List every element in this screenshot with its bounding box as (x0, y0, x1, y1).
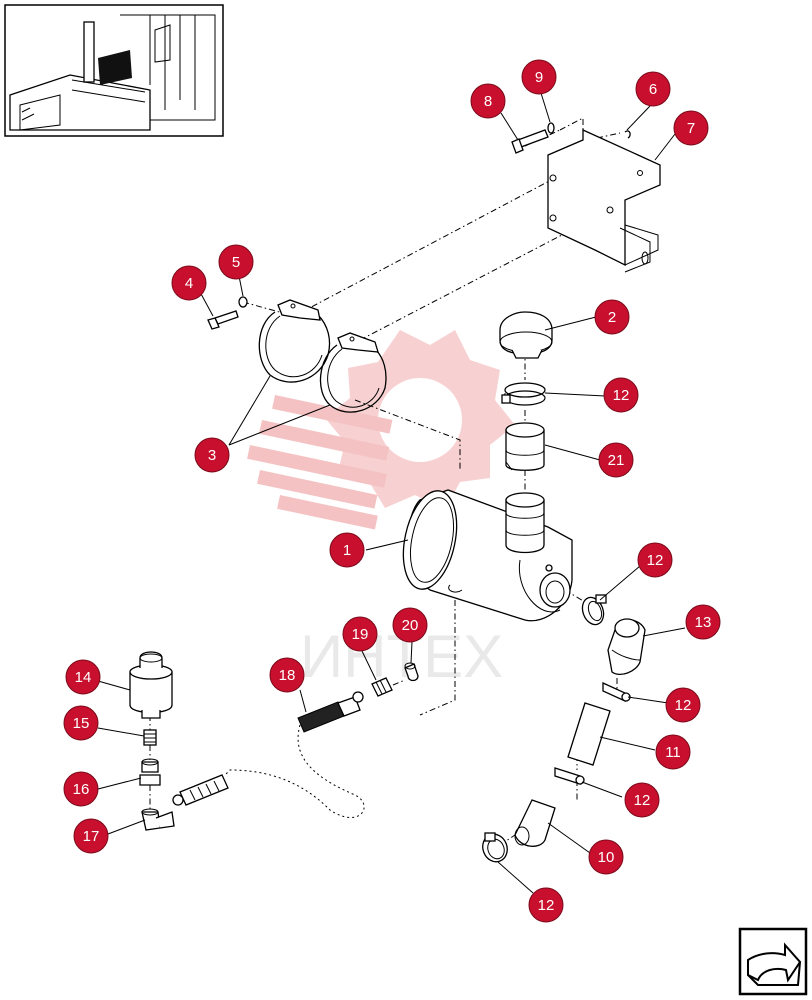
straight-fitting (371, 677, 393, 697)
callout-8-label: 8 (484, 93, 492, 110)
callout-8[interactable]: 8 (470, 83, 506, 119)
bracket-bolt (511, 129, 549, 154)
callout-3-label: 3 (208, 447, 216, 464)
callout-12-c-label: 12 (675, 697, 692, 714)
mounting-bracket (547, 128, 661, 273)
callout-12-e-label: 12 (538, 897, 555, 914)
restriction-indicator (129, 651, 173, 719)
callout-5-label: 5 (232, 254, 240, 271)
air-cleaner-housing (402, 489, 573, 622)
hose-route-line (224, 724, 365, 818)
hose-clamp-right (581, 594, 607, 626)
hose-clamp-top (501, 382, 546, 406)
callout-20[interactable]: 20 (392, 607, 428, 643)
hose-assembly-lower (172, 774, 229, 806)
callout-1[interactable]: 1 (329, 532, 365, 568)
callout-17[interactable]: 17 (73, 818, 109, 854)
callout-15-label: 15 (73, 715, 90, 732)
callout-21[interactable]: 21 (598, 442, 634, 478)
callout-2-label: 2 (608, 309, 616, 326)
clamp-washer (238, 296, 248, 308)
callout-1-label: 1 (343, 542, 351, 559)
callout-5[interactable]: 5 (218, 244, 254, 280)
callout-18-label: 18 (279, 667, 296, 684)
rain-cap (499, 311, 553, 359)
small-elbow-fitting (404, 662, 419, 682)
callout-19-label: 19 (352, 626, 369, 643)
callout-16[interactable]: 16 (63, 771, 99, 807)
watermark-gear-hole (378, 378, 462, 462)
callout-11[interactable]: 11 (655, 734, 691, 770)
threaded-adapter (143, 729, 157, 746)
callout-6[interactable]: 6 (635, 71, 671, 107)
bracket-nut (624, 130, 631, 139)
callout-6-label: 6 (649, 81, 657, 98)
callout-4[interactable]: 4 (171, 265, 207, 301)
callout-3[interactable]: 3 (194, 437, 230, 473)
callout-7-label: 7 (687, 120, 695, 137)
callout-4-label: 4 (185, 275, 193, 292)
machine-overview-thumbnail-icon (4, 4, 224, 137)
callout-21-label: 21 (608, 452, 625, 469)
callout-12-d[interactable]: 12 (624, 782, 660, 818)
callout-18[interactable]: 18 (269, 657, 305, 693)
intake-tube (567, 702, 611, 766)
watermark-speed-lines (247, 394, 393, 530)
watermark-gear-icon (247, 330, 515, 530)
callout-leaders (97, 92, 686, 894)
callout-14[interactable]: 14 (65, 659, 101, 695)
hose-clamp-bottom (482, 832, 508, 863)
callout-12-a-label: 12 (613, 387, 630, 404)
callout-20-label: 20 (402, 617, 419, 634)
callout-10[interactable]: 10 (588, 839, 624, 875)
callout-9-label: 9 (535, 69, 543, 86)
callout-12-c[interactable]: 12 (665, 687, 701, 723)
callout-17-label: 17 (83, 828, 100, 845)
band-clamp-right (319, 332, 387, 413)
callout-12-e[interactable]: 12 (528, 887, 564, 923)
callout-7[interactable]: 7 (673, 110, 709, 146)
hose-assembly-upper (297, 691, 364, 733)
hose-clamp-lower (554, 767, 585, 785)
band-clamp-left (258, 299, 331, 383)
rubber-elbow (607, 618, 646, 676)
callout-10-label: 10 (598, 849, 615, 866)
callout-12-b[interactable]: 12 (637, 542, 673, 578)
callout-2[interactable]: 2 (594, 299, 630, 335)
callout-12-b-label: 12 (647, 552, 664, 569)
callout-12-a[interactable]: 12 (603, 377, 639, 413)
callout-14-label: 14 (75, 669, 92, 686)
callout-9[interactable]: 9 (521, 59, 557, 95)
hex-nipple (139, 758, 161, 786)
lower-elbow (514, 799, 556, 847)
callout-12-d-label: 12 (634, 792, 651, 809)
callout-13-label: 13 (695, 614, 712, 631)
callout-11-label: 11 (665, 744, 681, 761)
bracket-washer (547, 122, 555, 134)
elbow-fitting (141, 808, 175, 831)
callout-16-label: 16 (73, 781, 90, 798)
callout-13[interactable]: 13 (685, 604, 721, 640)
intake-hose (505, 422, 545, 471)
callout-19[interactable]: 19 (342, 616, 378, 652)
clamp-bolt (207, 310, 239, 330)
callout-15[interactable]: 15 (63, 705, 99, 741)
next-page-arrow-icon[interactable] (738, 927, 808, 996)
hose-clamp-mid (602, 681, 631, 703)
